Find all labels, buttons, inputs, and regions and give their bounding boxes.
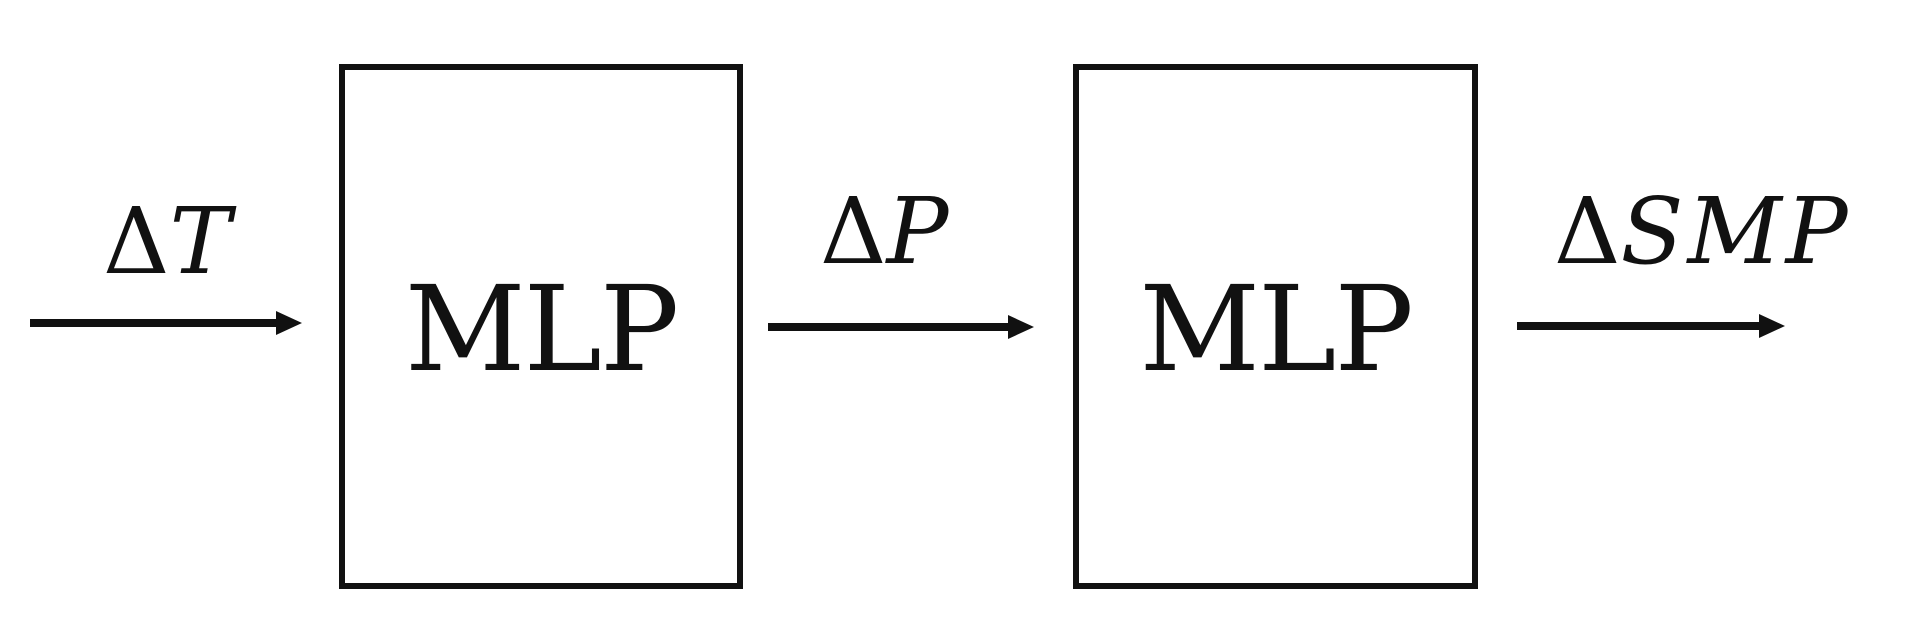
mlp-block-1: MLP: [339, 64, 743, 589]
edge-label-middle: ΔP: [820, 186, 952, 278]
edge-label-input: ΔT: [103, 196, 235, 288]
mlp-block-2-label: MLP: [1139, 259, 1414, 398]
edge-label-output-delta: Δ: [1554, 178, 1621, 285]
edge-label-middle-delta: Δ: [820, 178, 887, 285]
mlp-block-1-label: MLP: [404, 259, 680, 398]
edge-label-middle-var: P: [886, 178, 953, 285]
arrow-input: [30, 311, 302, 335]
arrow-output: [1517, 314, 1785, 338]
edge-label-output: ΔSMP: [1554, 186, 1852, 278]
arrow-middle: [768, 315, 1034, 339]
mlp-block-2: MLP: [1073, 64, 1478, 589]
edge-label-input-delta: Δ: [103, 188, 170, 295]
edge-label-input-var: T: [169, 188, 235, 295]
edge-label-output-var: SMP: [1620, 178, 1852, 285]
